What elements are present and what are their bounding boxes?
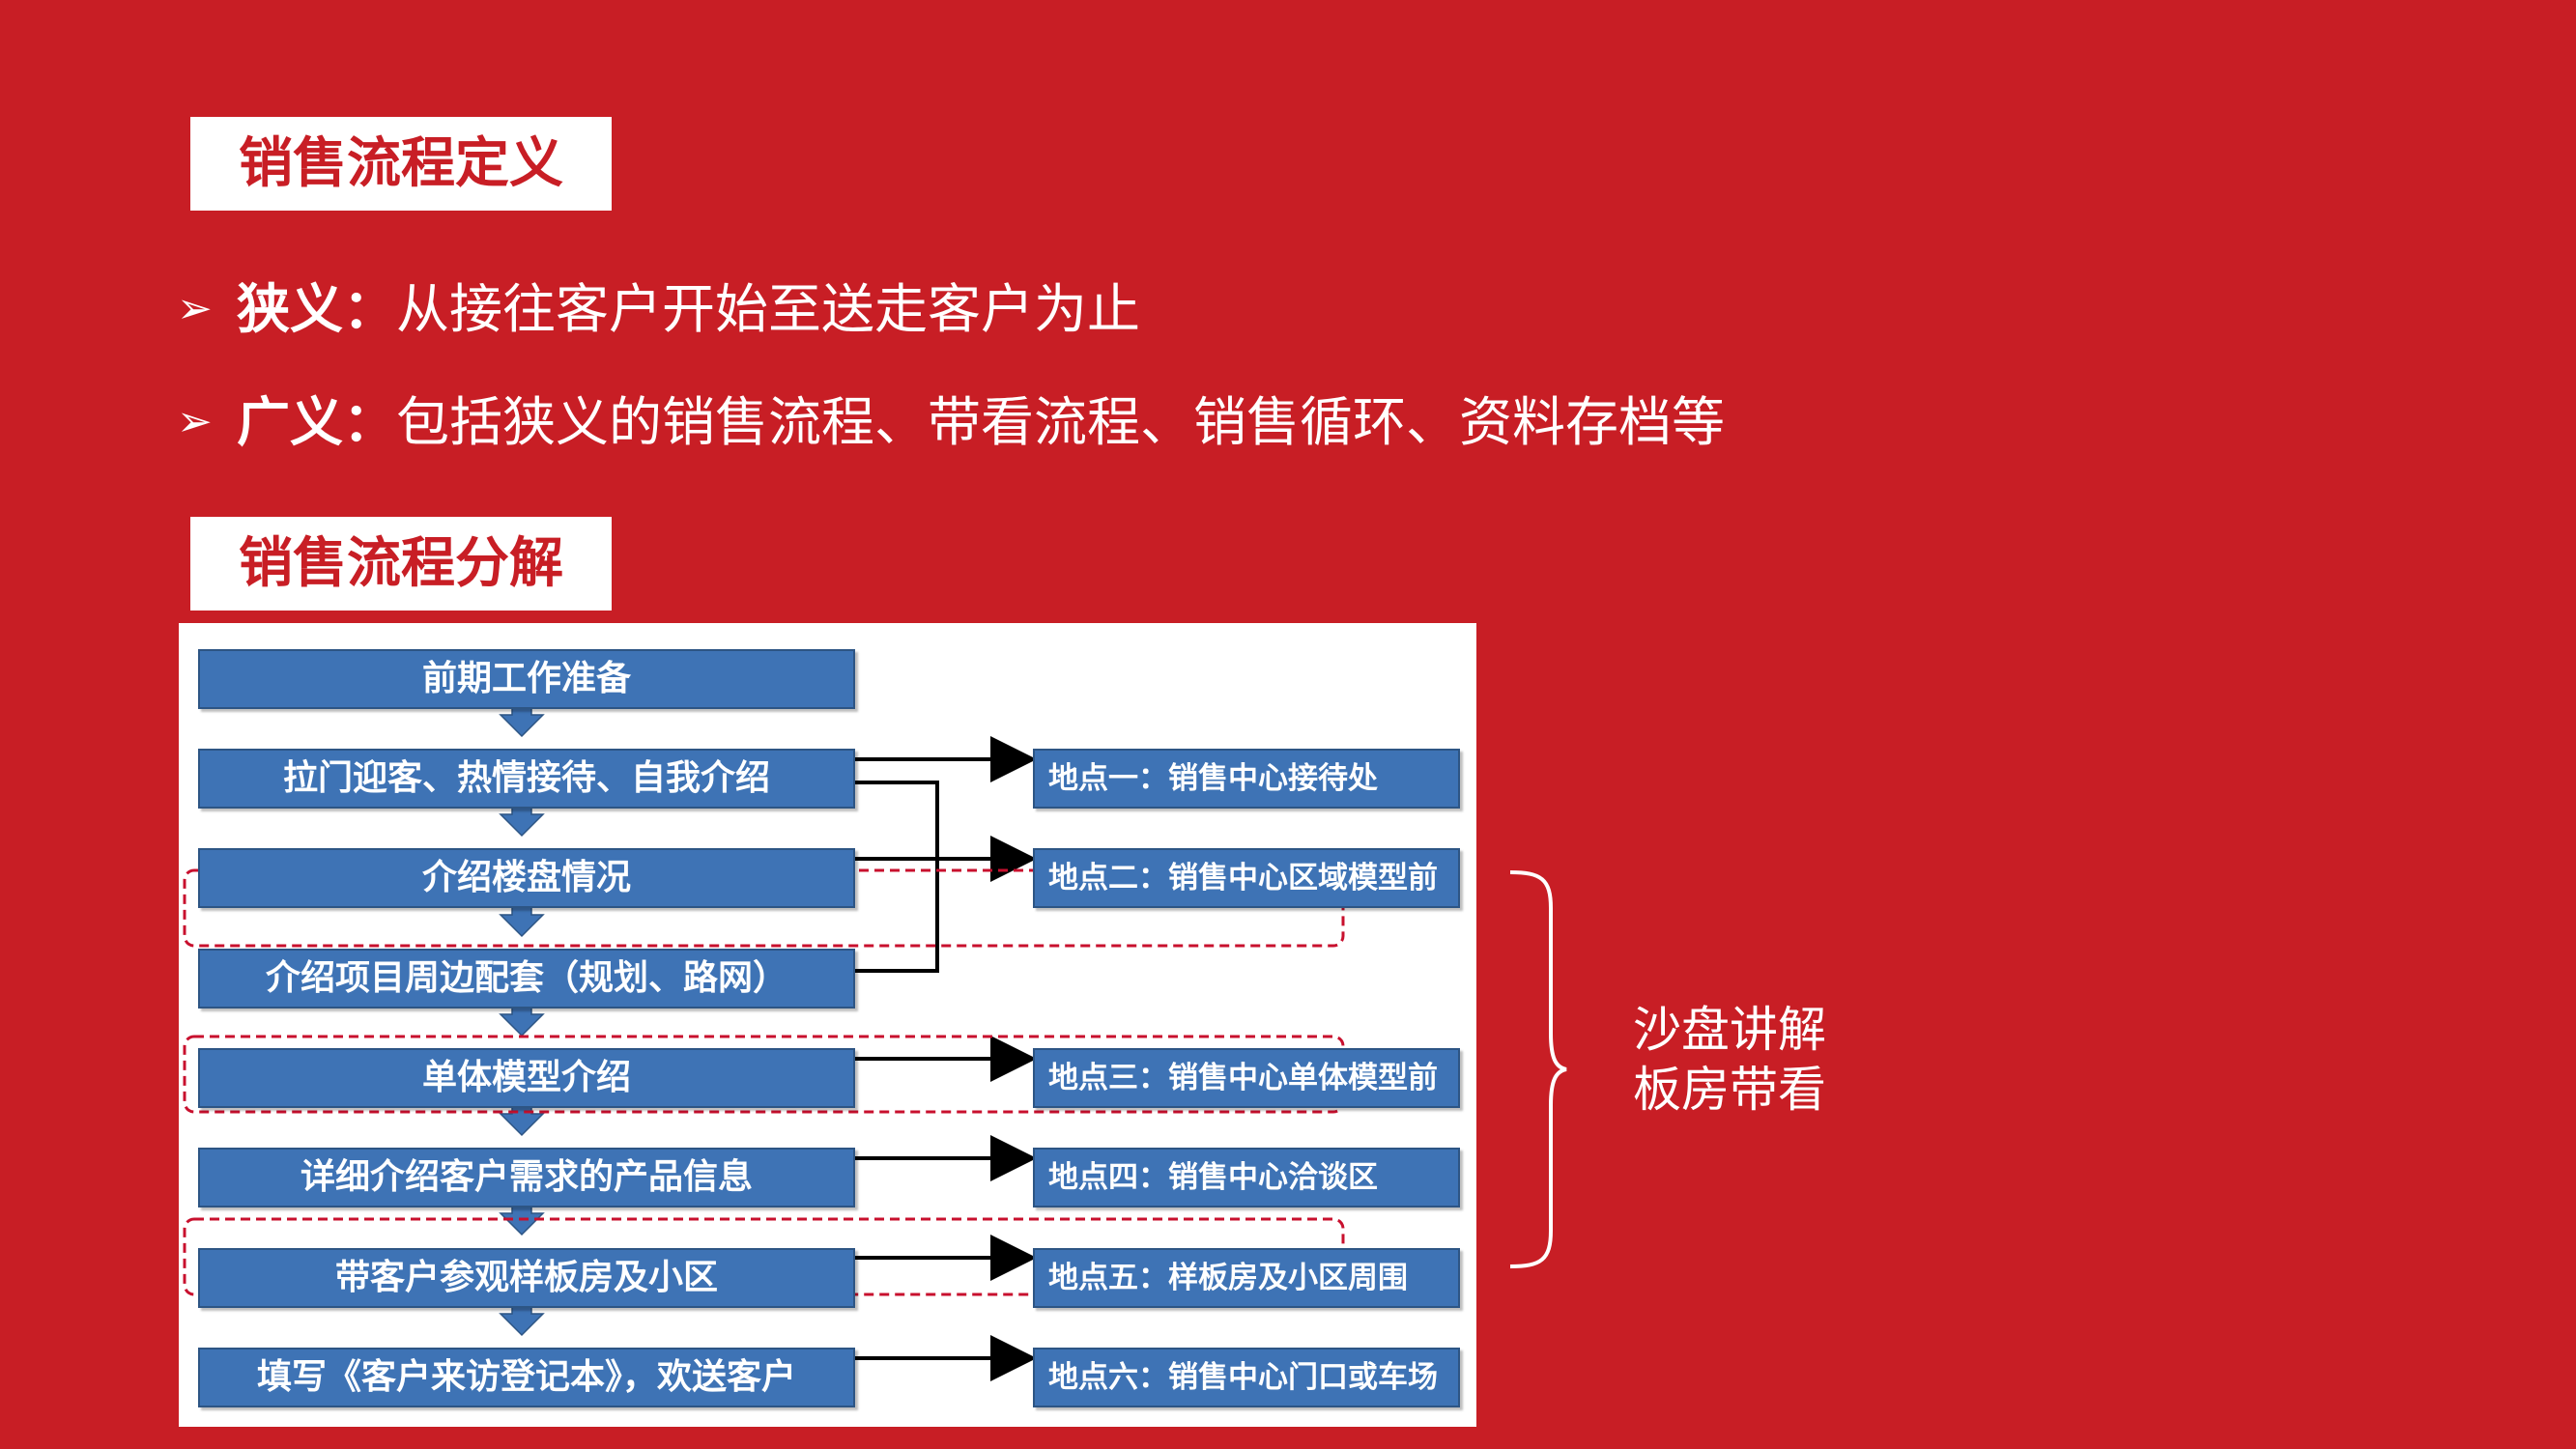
bullet-arrow-icon: ➢	[177, 397, 213, 446]
highlight-frame	[183, 868, 1345, 948]
sales-flow-diagram: 前期工作准备 拉门迎客、热情接待、自我介绍 介绍楼盘情况 介绍项目周边配套（规划…	[179, 623, 1476, 1427]
flow-step: 介绍项目周边配套（规划、路网）	[198, 949, 855, 1009]
down-arrow-icon	[499, 902, 545, 938]
flow-place: 地点六：销售中心门口或车场	[1033, 1348, 1460, 1407]
flow-step: 拉门迎客、热情接待、自我介绍	[198, 749, 855, 809]
flow-step: 介绍楼盘情况	[198, 848, 855, 908]
bullet-term: 狭义：	[237, 278, 397, 340]
flow-step: 带客户参观样板房及小区	[198, 1248, 855, 1308]
flow-place: 地点五：样板房及小区周围	[1033, 1248, 1460, 1308]
flow-step: 填写《客户来访登记本》，欢送客户	[198, 1348, 855, 1407]
flow-place: 地点四：销售中心洽谈区	[1033, 1148, 1460, 1208]
side-note-line: 板房带看	[1633, 1062, 1826, 1118]
bullet-term: 广义：	[237, 391, 397, 453]
flow-step: 详细介绍客户需求的产品信息	[198, 1148, 855, 1208]
side-note-line: 沙盘讲解	[1633, 1002, 1826, 1058]
breakdown-tag: 销售流程分解	[190, 517, 612, 611]
definition-tag: 销售流程定义	[190, 117, 612, 211]
bullet-text: 从接往客户开始至送走客户为止	[396, 278, 1141, 340]
bullet-arrow-icon: ➢	[177, 284, 213, 333]
flow-place: 地点二：销售中心区域模型前	[1033, 848, 1460, 908]
flow-place: 地点一：销售中心接待处	[1033, 749, 1460, 809]
bracket-connector	[855, 781, 939, 973]
flow-step: 单体模型介绍	[198, 1048, 855, 1108]
flow-step: 前期工作准备	[198, 649, 855, 709]
bullet-text: 包括狭义的销售流程、带看流程、销售循环、资料存档等	[396, 391, 1726, 453]
right-arrows	[855, 736, 1037, 1381]
curly-brace-icon	[1509, 870, 1567, 1268]
bullet-narrow: ➢ 狭义：从接往客户开始至送走客户为止	[177, 270, 1140, 348]
flow-place: 地点三：销售中心单体模型前	[1033, 1048, 1460, 1108]
bullet-broad: ➢ 广义：包括狭义的销售流程、带看流程、销售循环、资料存档等	[177, 384, 1725, 461]
side-note: 沙盘讲解 板房带看	[1633, 1000, 1826, 1120]
